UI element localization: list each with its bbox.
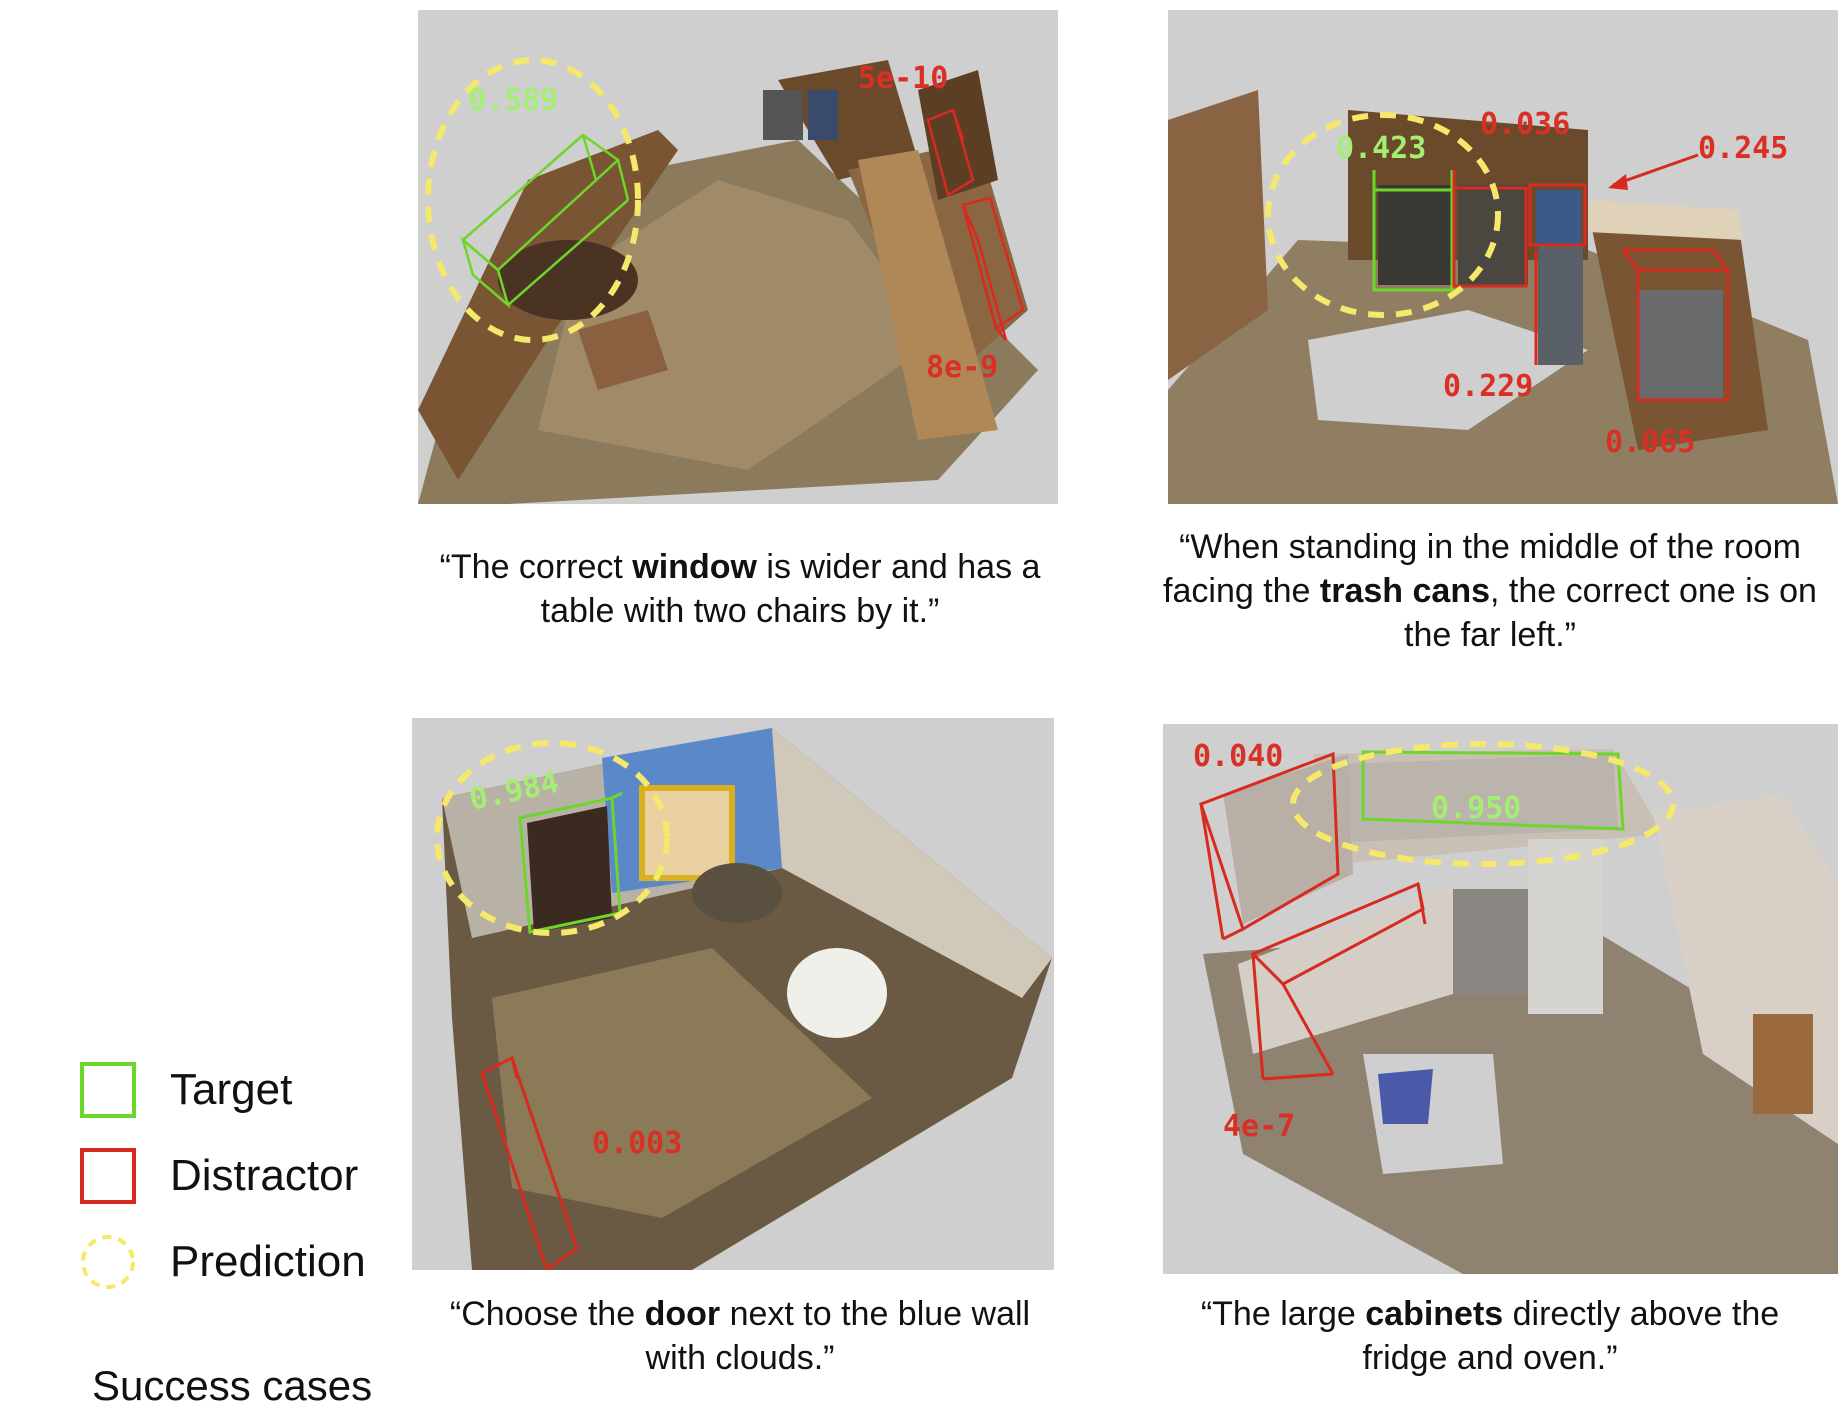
target-score-label: 0.589 bbox=[468, 83, 558, 118]
section-title: Success cases bbox=[92, 1362, 373, 1409]
distractor-score-label: 5e-10 bbox=[858, 61, 948, 96]
scene-panel-door: 0.984 0.003 bbox=[412, 718, 1054, 1270]
prediction-swatch-icon bbox=[81, 1235, 135, 1289]
legend-distractor: Distractor bbox=[80, 1144, 358, 1208]
caption-window: “The correct window is wider and has a t… bbox=[439, 548, 1041, 630]
caption-door: “Choose the door next to the blue wall w… bbox=[449, 1295, 1031, 1377]
scene-panel-trash-cans: 0.423 0.036 0.245 0.229 0.065 bbox=[1168, 10, 1838, 504]
distractor-score-label: 8e-9 bbox=[926, 350, 998, 385]
distractor-score-label: 0.040 bbox=[1193, 739, 1283, 774]
legend-distractor-label: Distractor bbox=[170, 1151, 359, 1200]
distractor-score-label: 0.229 bbox=[1443, 369, 1533, 404]
distractor-score-label: 0.065 bbox=[1605, 425, 1695, 460]
caption-cabinets: “The large cabinets directly above the f… bbox=[1200, 1295, 1780, 1377]
legend-target-label: Target bbox=[170, 1065, 293, 1114]
target-score-label: 0.950 bbox=[1431, 791, 1521, 826]
legend-prediction-label: Prediction bbox=[170, 1237, 366, 1286]
target-swatch-icon bbox=[80, 1062, 136, 1118]
distractor-score-label: 0.245 bbox=[1698, 131, 1788, 166]
scene-panel-cabinets: 0.950 0.040 4e-7 bbox=[1163, 724, 1838, 1274]
distractor-score-label: 0.036 bbox=[1480, 107, 1570, 142]
legend-prediction: Prediction bbox=[80, 1230, 366, 1294]
scene-panel-window: 0.589 5e-10 8e-9 bbox=[418, 10, 1058, 504]
caption-trash-cans: “When standing in the middle of the room… bbox=[1163, 528, 1817, 654]
distractor-score-label: 4e-7 bbox=[1223, 1109, 1295, 1144]
target-score-label: 0.423 bbox=[1336, 131, 1426, 166]
distractor-swatch-icon bbox=[80, 1148, 136, 1204]
distractor-score-label: 0.003 bbox=[592, 1126, 682, 1161]
legend-target: Target bbox=[80, 1058, 292, 1122]
